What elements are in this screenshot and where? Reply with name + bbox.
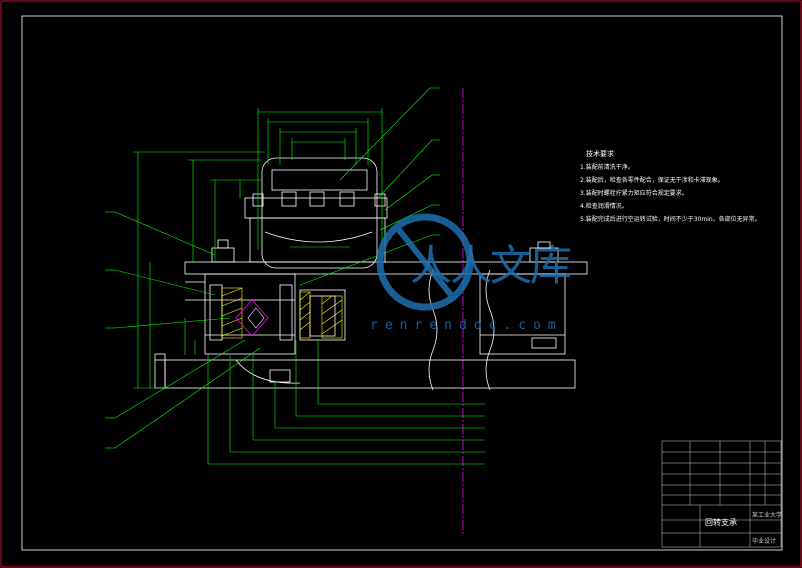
note-item: 5.装配完成后进行空运转试验，时间不少于30min，各部位无异常。 [580, 216, 761, 223]
note-item: 1.装配前清洗干净。 [580, 164, 634, 171]
drawing-title: 回转支承 [705, 518, 737, 527]
watermark-url: renrendoc.com [370, 318, 563, 333]
assembly-geometry [154, 157, 588, 391]
sheet-info: 毕业设计 [752, 538, 777, 545]
watermark-logo [376, 213, 474, 311]
note-item: 2.装配后，检查各零件配合，保证无干涉和卡滞现象。 [580, 177, 724, 184]
note-item: 4.检查润滑情况。 [580, 203, 628, 210]
bearing-roller-inner [247, 307, 265, 329]
bearing-roller [235, 299, 269, 337]
dimension-lines [105, 87, 485, 465]
notes-title: 技术要求 [586, 150, 614, 158]
company-name: 某工业大学 [752, 512, 783, 519]
watermark-brand: 人人文库 [410, 241, 572, 290]
note-item: 3.装配时螺栓拧紧力矩应符合规定要求。 [580, 190, 688, 197]
section-hatch [221, 287, 343, 339]
inner-border [21, 15, 783, 551]
title-block-grid [661, 440, 782, 548]
technical-requirements: 技术要求 1.装配前清洗干净。 2.装配后，检查各零件配合，保证无干涉和卡滞现象… [580, 148, 761, 226]
